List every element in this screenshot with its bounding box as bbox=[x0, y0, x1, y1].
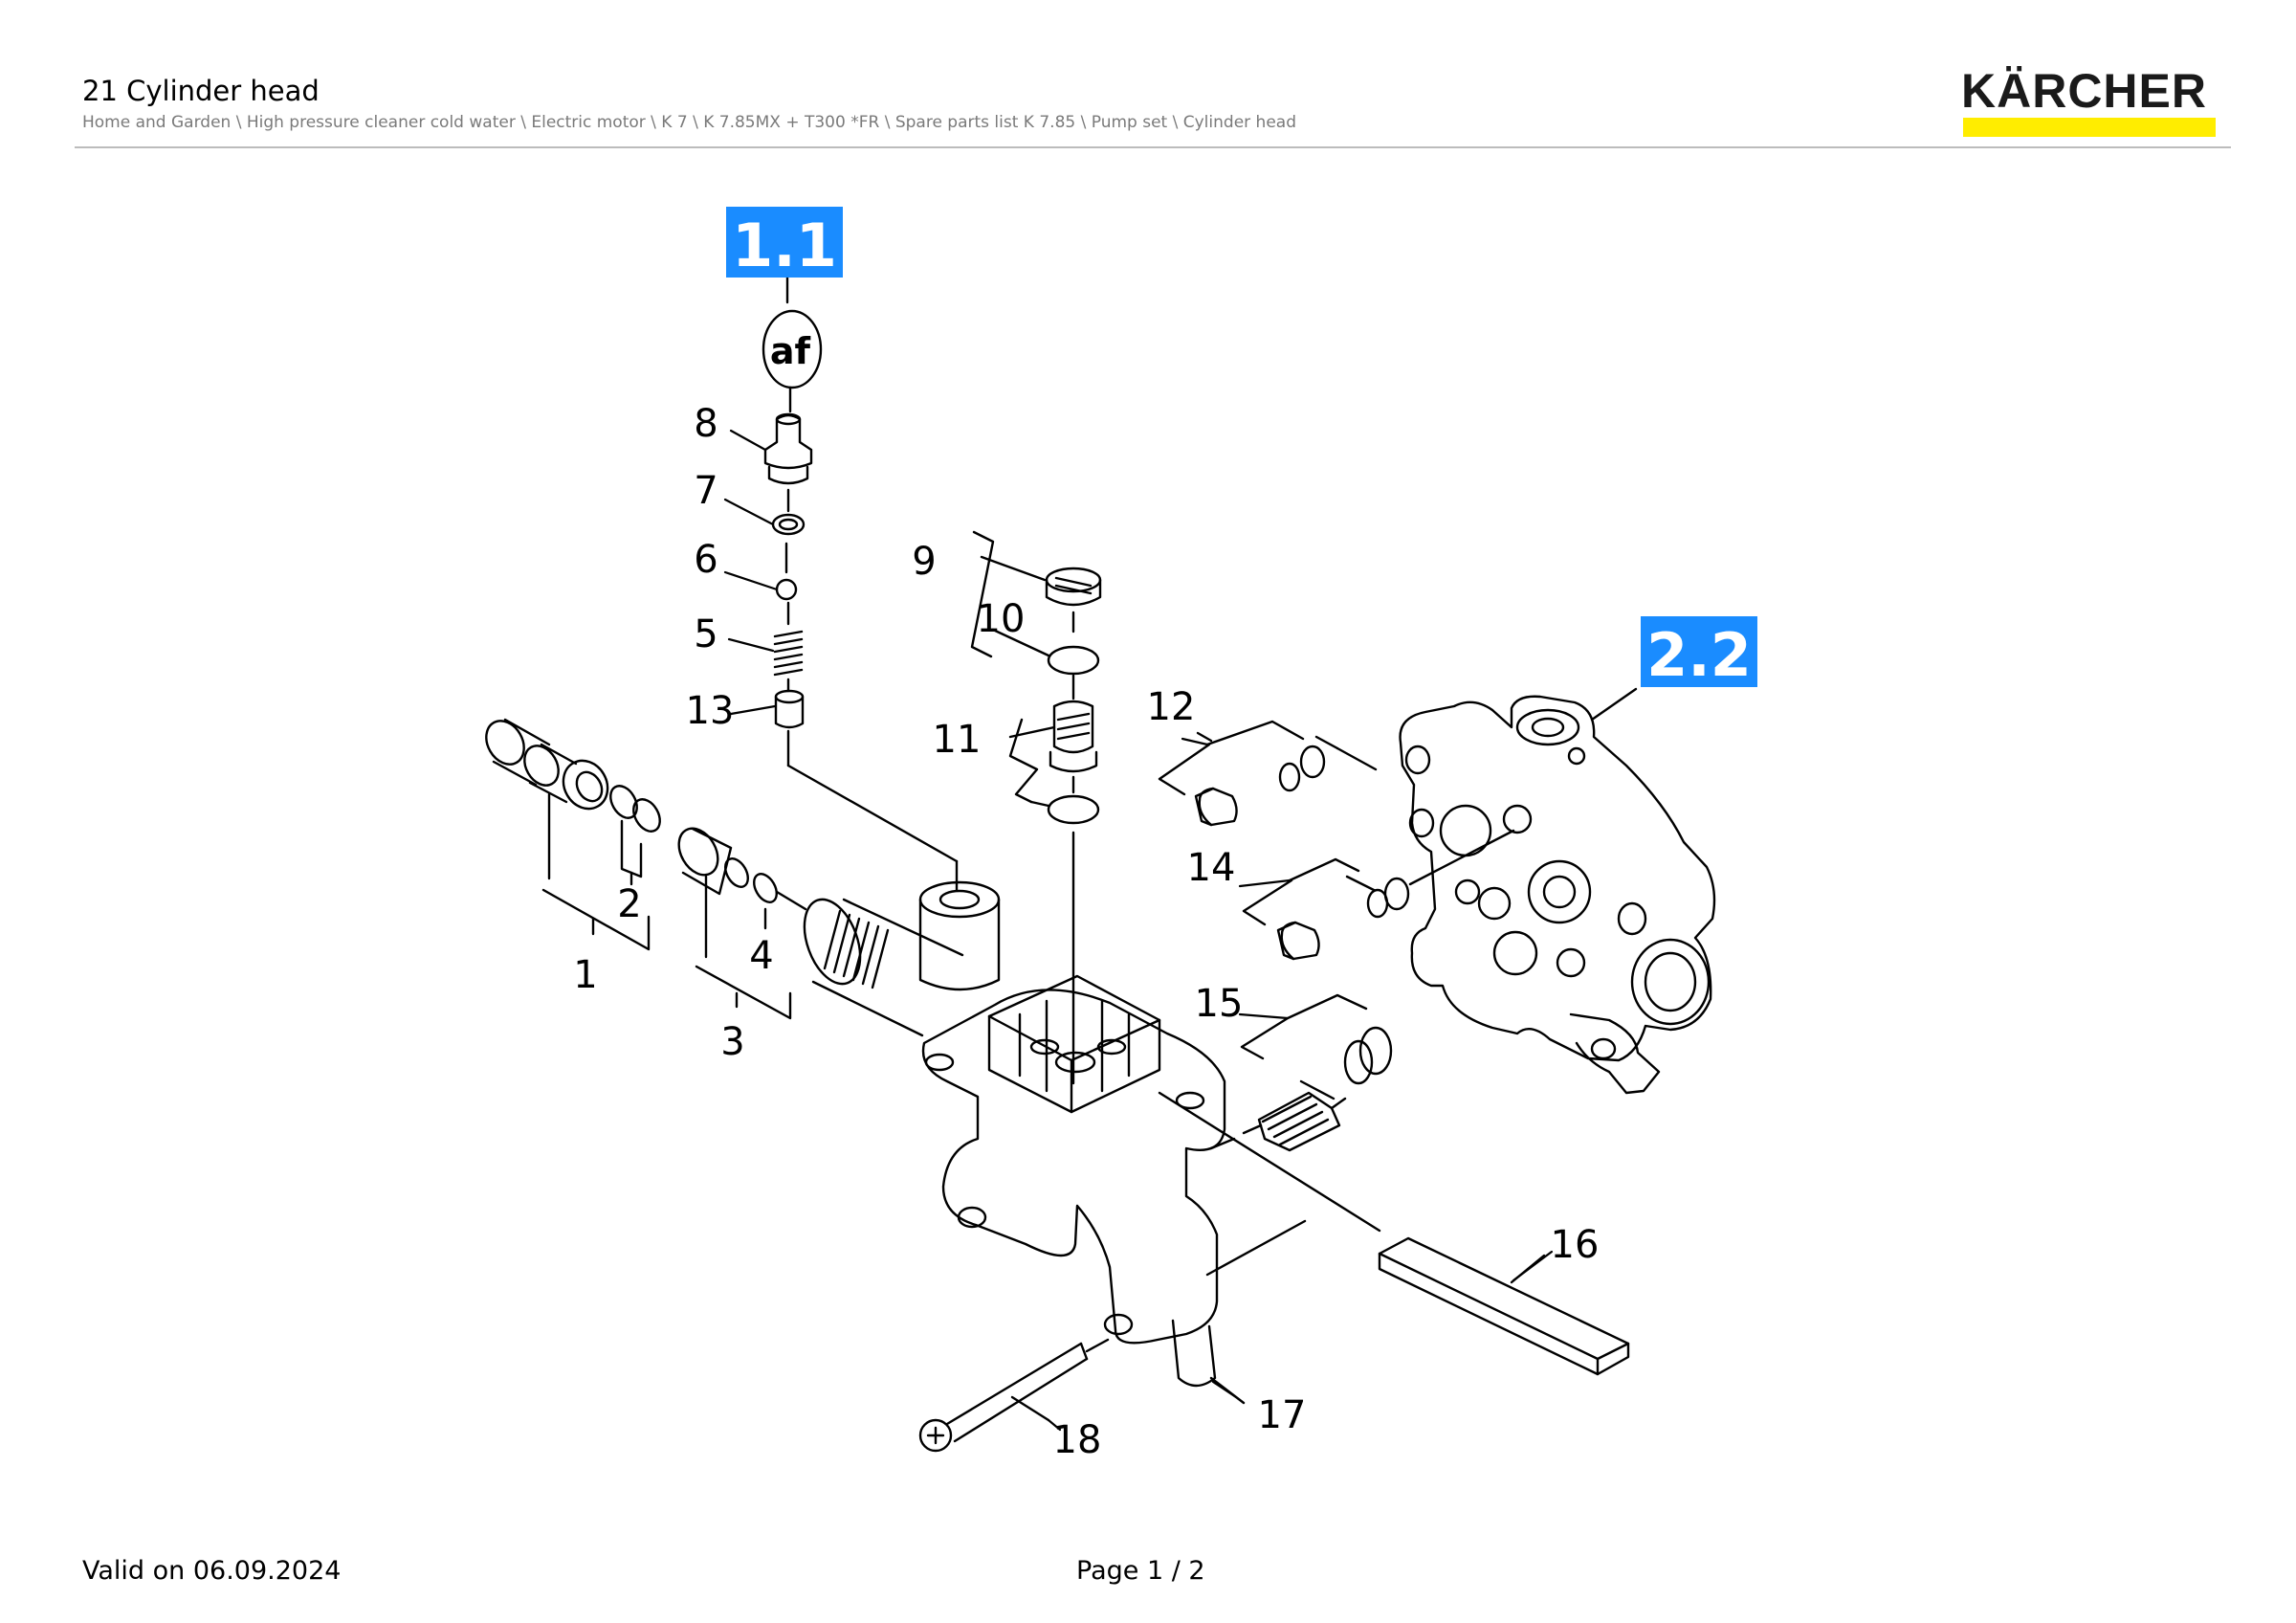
callout-13: 13 bbox=[686, 689, 735, 733]
callout-12: 12 bbox=[1147, 685, 1196, 729]
callout-11: 11 bbox=[933, 718, 982, 762]
callout-18: 18 bbox=[1053, 1418, 1102, 1462]
badge-1-1 bbox=[726, 207, 843, 278]
callout-4: 4 bbox=[749, 934, 773, 978]
callout-5: 5 bbox=[694, 612, 718, 656]
badge-1-1-label: 1.1 bbox=[732, 211, 837, 280]
af-symbol-frame bbox=[762, 309, 823, 389]
callout-7: 7 bbox=[694, 469, 718, 513]
page-number: Page 1 / 2 bbox=[1076, 1556, 1205, 1586]
karcher-logo: KÄRCHER bbox=[1961, 63, 2219, 137]
callout-2: 2 bbox=[617, 882, 641, 926]
logo-yellow-bar bbox=[1963, 118, 2216, 137]
header-divider bbox=[75, 146, 2231, 148]
callout-16: 16 bbox=[1551, 1223, 1600, 1267]
valid-date: Valid on 06.09.2024 bbox=[82, 1556, 342, 1586]
callout-14: 14 bbox=[1187, 846, 1236, 890]
breadcrumb: Home and Garden \ High pressure cleaner … bbox=[82, 113, 1296, 132]
callout-6: 6 bbox=[694, 538, 718, 582]
callout-1: 1 bbox=[573, 953, 597, 997]
badge-2-2 bbox=[1641, 616, 1757, 687]
callout-9: 9 bbox=[912, 540, 936, 584]
badge-2-2-label: 2.2 bbox=[1646, 620, 1752, 690]
callout-15: 15 bbox=[1195, 982, 1244, 1026]
callout-3: 3 bbox=[720, 1020, 744, 1064]
callout-10: 10 bbox=[977, 597, 1026, 641]
callout-17: 17 bbox=[1258, 1393, 1307, 1437]
callout-8: 8 bbox=[694, 402, 718, 446]
page-title: 21 Cylinder head bbox=[82, 75, 320, 107]
logo-wordmark: KÄRCHER bbox=[1961, 64, 2207, 118]
af-symbol-label: af bbox=[770, 330, 811, 372]
